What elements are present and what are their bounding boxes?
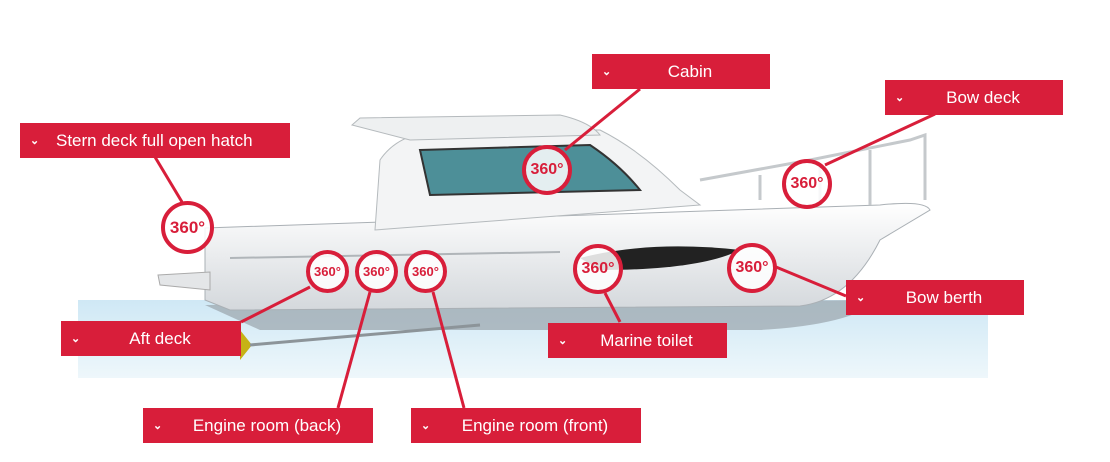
hotspot-label-engine-front[interactable]: ⌄Engine room (front) [411, 408, 641, 443]
hotspot-marker-engine-front[interactable]: 360° [404, 250, 447, 293]
hotspot-marker-aft-deck[interactable]: 360° [306, 250, 349, 293]
bow-rail [699, 132, 927, 205]
hotspot-label-aft-deck[interactable]: ⌄Aft deck [61, 321, 241, 356]
hotspot-marker-bow-deck[interactable]: 360° [782, 159, 832, 209]
hull-stripe [229, 251, 561, 259]
chevron-down-icon: ⌄ [558, 335, 568, 347]
hotspot-marker-cabin[interactable]: 360° [522, 145, 572, 195]
swim-platform [157, 271, 211, 291]
hotspot-label-cabin[interactable]: ⌄Cabin [592, 54, 770, 89]
hotspot-label-engine-back[interactable]: ⌄Engine room (back) [143, 408, 373, 443]
hotspot-label-stern-deck[interactable]: ⌄Stern deck full open hatch [20, 123, 290, 158]
hotspot-label-marine-toilet[interactable]: ⌄Marine toilet [548, 323, 727, 358]
hotspot-label-bow-berth[interactable]: ⌄Bow berth [846, 280, 1024, 315]
chevron-down-icon: ⌄ [421, 420, 431, 432]
chevron-down-icon: ⌄ [30, 135, 40, 147]
hotspot-marker-marine-toilet[interactable]: 360° [573, 244, 623, 294]
leader-lines [153, 87, 936, 409]
chevron-down-icon: ⌄ [153, 420, 163, 432]
hardtop [350, 114, 601, 141]
hotspot-marker-engine-back[interactable]: 360° [355, 250, 398, 293]
chevron-down-icon: ⌄ [71, 333, 81, 345]
hotspot-label-bow-deck[interactable]: ⌄Bow deck [885, 80, 1063, 115]
chevron-down-icon: ⌄ [856, 292, 866, 304]
hotspot-marker-bow-berth[interactable]: 360° [727, 243, 777, 293]
propeller [240, 330, 252, 360]
chevron-down-icon: ⌄ [602, 66, 612, 78]
hotspot-marker-stern-deck[interactable]: 360° [161, 201, 214, 254]
chevron-down-icon: ⌄ [895, 92, 905, 104]
